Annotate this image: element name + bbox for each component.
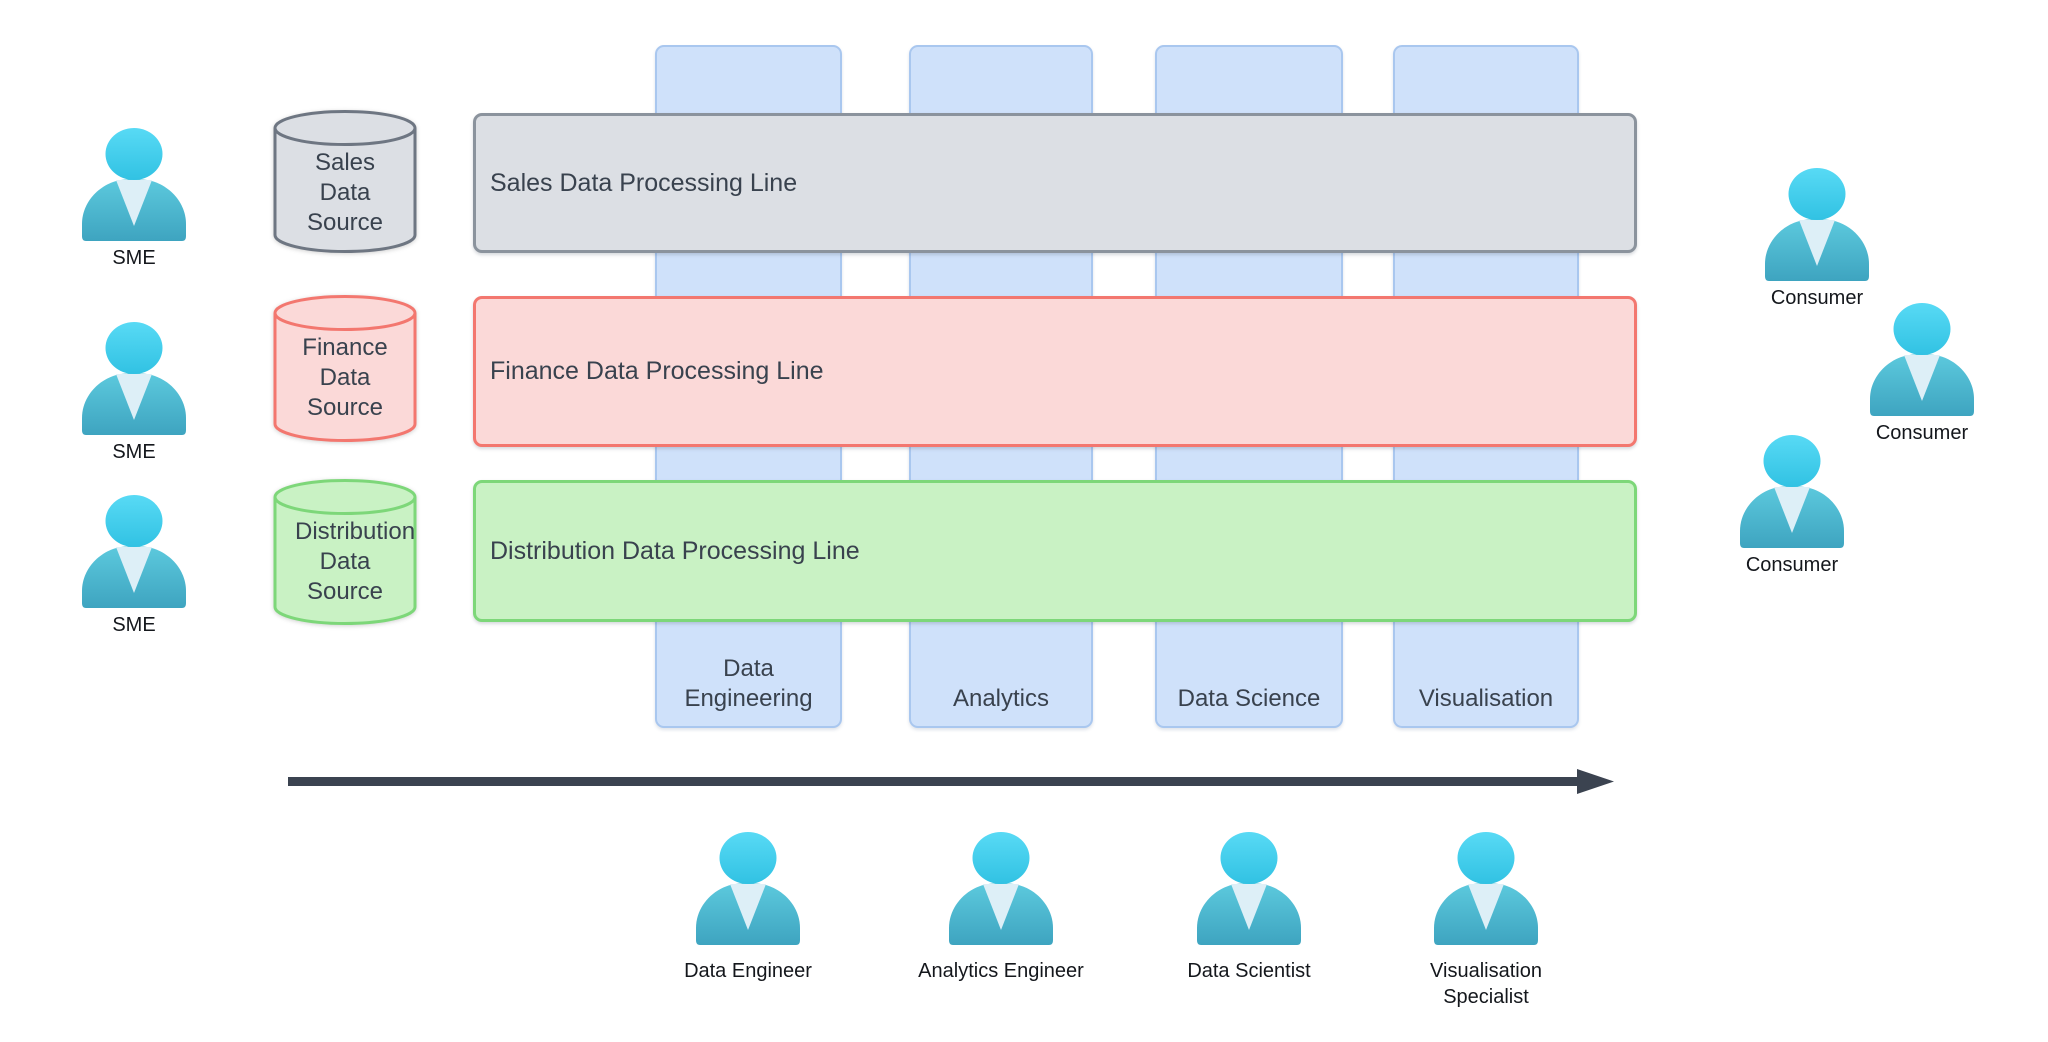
person-icon [1431, 831, 1541, 947]
consumer-person-1: Consumer [1762, 167, 1872, 311]
role-person-data-engineer: Data Engineer [684, 831, 812, 984]
person-icon [946, 831, 1056, 947]
person-icon [1737, 434, 1847, 550]
person-icon [79, 321, 189, 437]
lane-finance: Finance Data Processing Line [473, 296, 1637, 447]
lane-label: Sales Data Processing Line [490, 168, 798, 197]
database-cylinder-icon [273, 110, 417, 253]
person-label: Data Engineer [684, 960, 812, 982]
role-person-visualisation-specialist: Visualisation Specialist [1430, 831, 1542, 1010]
person-icon [1762, 167, 1872, 283]
person-label: SME [112, 247, 156, 269]
datasource-label: Distribution Data Source [295, 518, 416, 605]
lane-distribution: Distribution Data Processing Line [473, 480, 1637, 622]
stage-column-label: Data Engineering [684, 655, 813, 712]
consumer-person-2: Consumer [1867, 302, 1977, 446]
database-cylinder-icon [273, 295, 417, 442]
flow-arrow [288, 769, 1614, 794]
role-person-analytics-engineer: Analytics Engineer [918, 831, 1084, 984]
person-label: SME [112, 441, 156, 463]
person-icon [79, 494, 189, 610]
datasource-finance: Finance Data Source [273, 295, 417, 442]
sme-person-1: SME [79, 127, 189, 271]
person-label: Data Scientist [1187, 960, 1311, 982]
person-label: Analytics Engineer [918, 960, 1084, 982]
stage-column-label: Visualisation [1418, 685, 1554, 712]
person-label: SME [112, 614, 156, 636]
person-icon [1194, 831, 1304, 947]
stage-column-label: Data Science [1177, 685, 1321, 712]
person-label: Consumer [1875, 422, 1969, 444]
database-cylinder-icon [273, 479, 417, 625]
datasource-sales: Sales Data Source [273, 110, 417, 253]
lane-label: Finance Data Processing Line [490, 357, 824, 385]
role-person-data-scientist: Data Scientist [1187, 831, 1311, 984]
datasource-distribution: Distribution Data Source [273, 479, 417, 625]
person-label: Visualisation Specialist [1430, 960, 1542, 1008]
person-icon [1867, 302, 1977, 418]
stage-column-label: Analytics [952, 685, 1050, 712]
sme-person-3: SME [79, 494, 189, 638]
person-icon [79, 127, 189, 243]
datasource-label: Sales Data Source [306, 149, 384, 236]
lane-sales: Sales Data Processing Line [473, 113, 1637, 253]
person-icon [693, 831, 803, 947]
lane-label: Distribution Data Processing Line [490, 536, 860, 565]
person-label: Consumer [1745, 554, 1839, 576]
consumer-person-3: Consumer [1737, 434, 1847, 578]
datasource-label: Finance Data Source [302, 334, 388, 421]
person-label: Consumer [1770, 287, 1864, 309]
sme-person-2: SME [79, 321, 189, 465]
